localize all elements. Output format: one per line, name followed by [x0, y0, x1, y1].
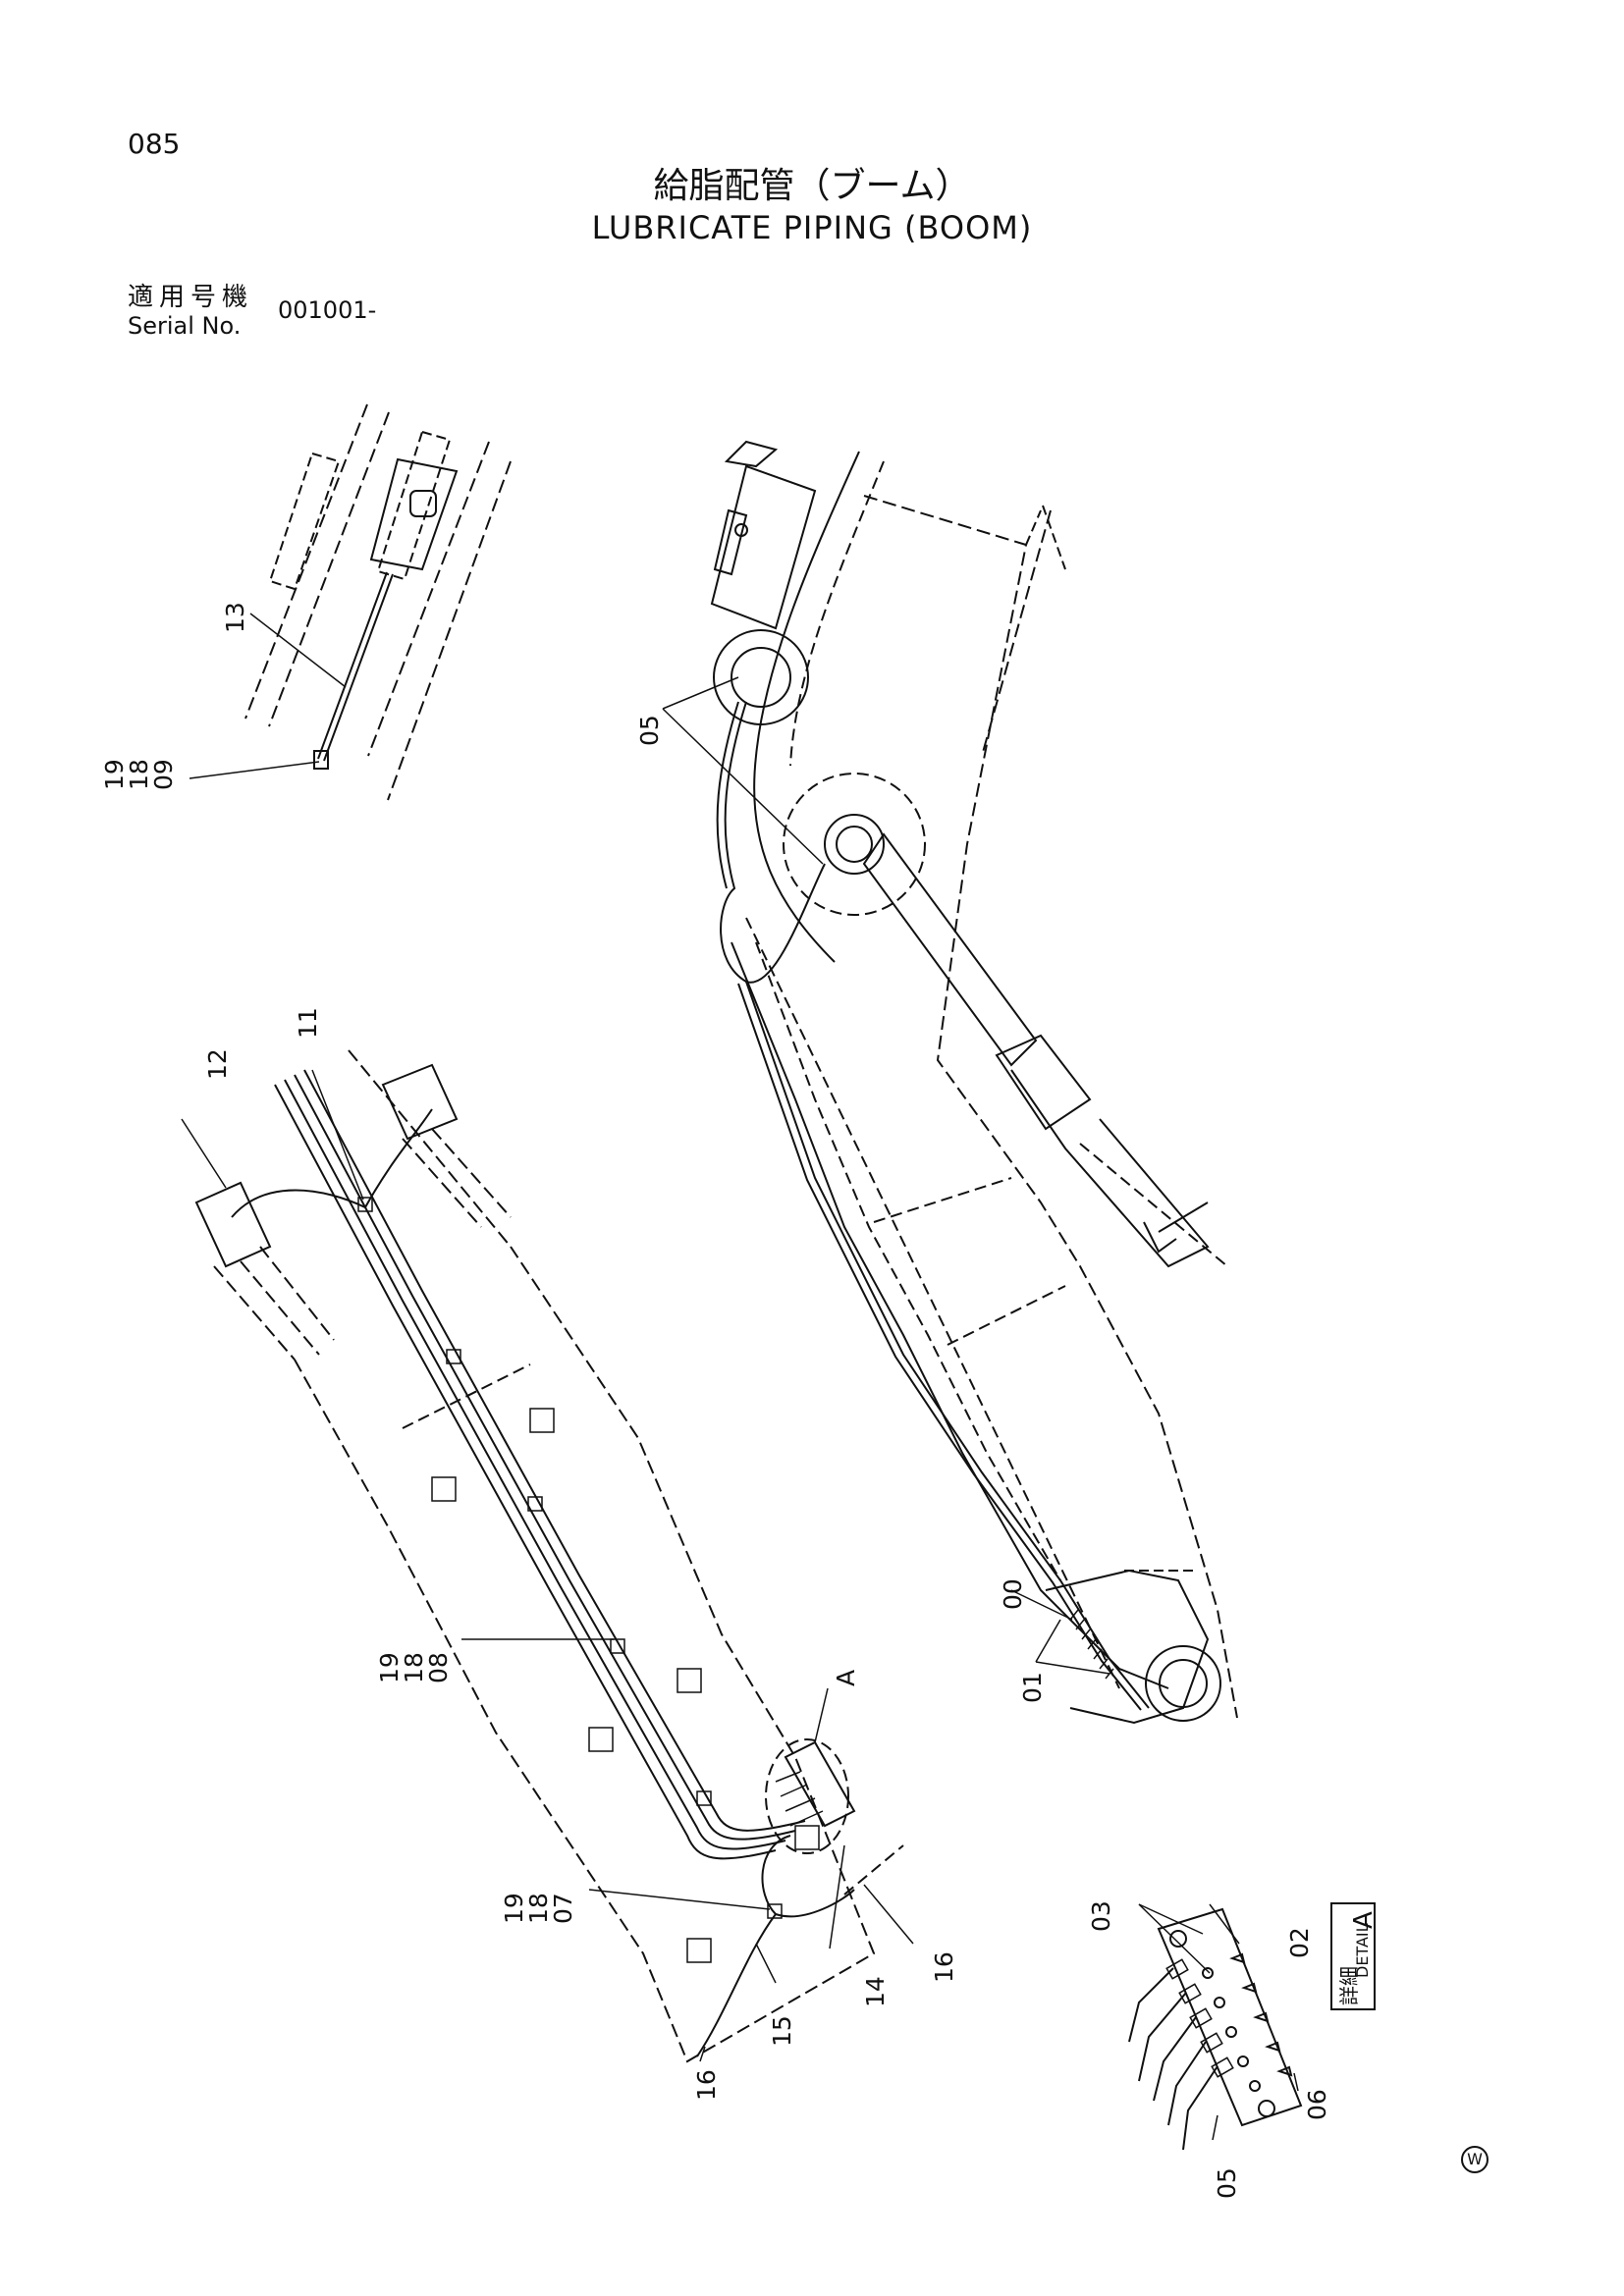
serial-label-japanese: 適用号機: [128, 283, 254, 312]
callout-03: 03: [1087, 1900, 1115, 1932]
callout-16: 16: [930, 1951, 958, 1983]
callout-00: 00: [999, 1578, 1027, 1610]
callout-18: 18: [125, 759, 153, 790]
serial-label-english: Serial No.: [128, 312, 242, 340]
callout-05: 05: [635, 715, 664, 746]
page-title-english: LUBRICATE PIPING (BOOM): [591, 209, 1033, 246]
callout-13: 13: [221, 602, 249, 633]
callout-01: 01: [1018, 1672, 1047, 1703]
callout-07: 07: [549, 1893, 577, 1924]
callout-02: 02: [1285, 1927, 1314, 1958]
callout-18: 18: [400, 1652, 428, 1683]
callout-09: 09: [149, 759, 178, 790]
upper-left-detail: [189, 403, 512, 801]
boom-assembly: [662, 440, 1238, 1725]
callout-14: 14: [861, 1976, 890, 2007]
callout-16: 16: [692, 2069, 721, 2101]
detail-a-grease-block: [1128, 1903, 1303, 2151]
callout-18: 18: [524, 1893, 553, 1924]
detail-a-label-box: [1330, 1902, 1376, 2010]
callout-19: 19: [500, 1893, 528, 1924]
detail-letter: A: [1349, 1911, 1379, 1929]
page-number: 085: [128, 128, 181, 160]
callout-06: 06: [1303, 2089, 1331, 2120]
page-title-japanese: 給脂配管（ブーム）: [653, 166, 971, 206]
callout-08: 08: [424, 1652, 453, 1683]
manufacturer-mark-icon: W: [1461, 2146, 1489, 2173]
lower-left-boom-piping: [181, 1049, 914, 2063]
detail-label-english: DETAIL: [1353, 1923, 1372, 1978]
callout-a: A: [832, 1670, 860, 1686]
serial-number-value: 001001-: [278, 296, 377, 324]
callout-12: 12: [203, 1048, 232, 1080]
callout-15: 15: [768, 2015, 796, 2047]
callout-19: 19: [100, 759, 129, 790]
callout-19: 19: [375, 1652, 404, 1683]
callout-05: 05: [1213, 2167, 1241, 2199]
callout-11: 11: [294, 1007, 322, 1039]
